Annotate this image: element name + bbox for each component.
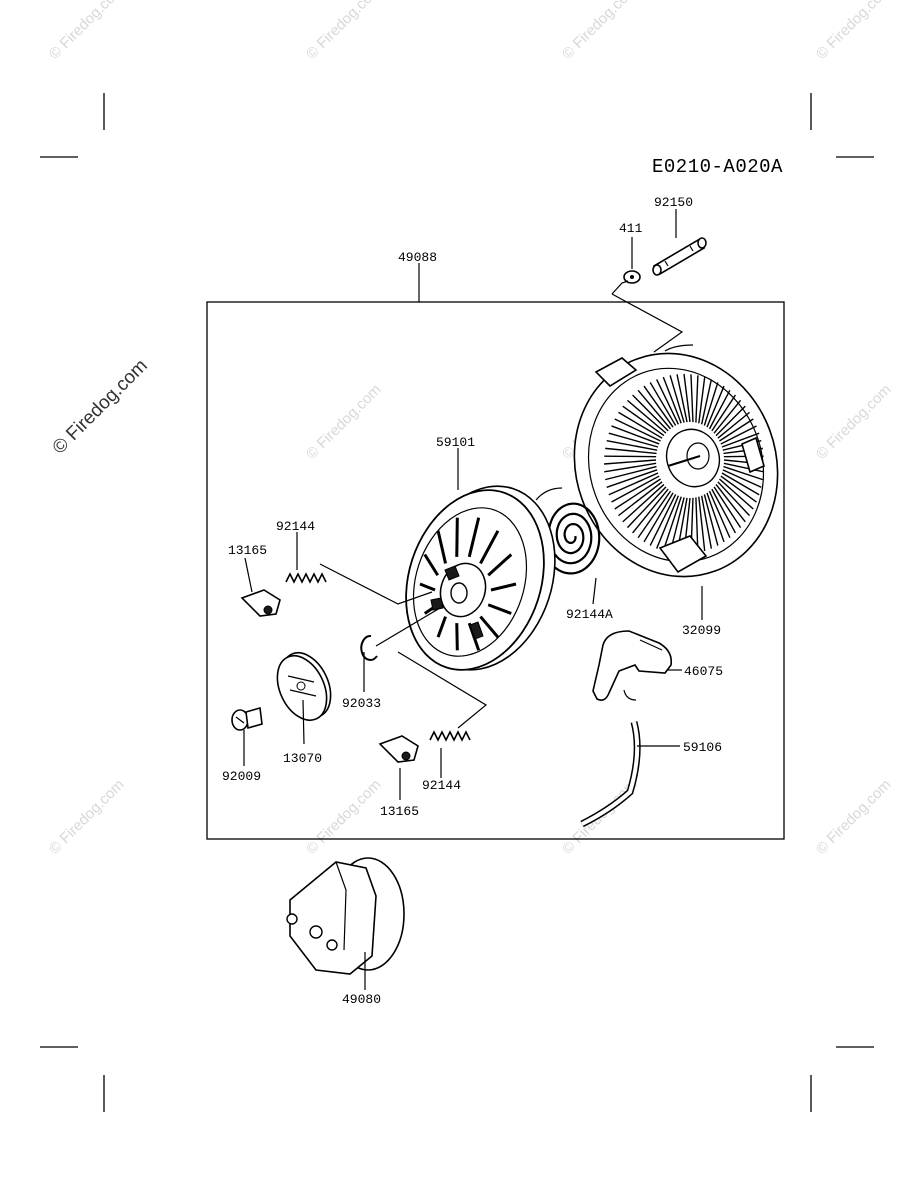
ratchet-13165-top [240, 589, 281, 617]
watermark: © Firedog.com [46, 776, 128, 858]
rope-59106 [580, 721, 641, 828]
label-411: 411 [619, 221, 643, 236]
watermark: © Firedog.com [813, 381, 895, 463]
label-49088: 49088 [398, 250, 437, 265]
label-59101: 59101 [436, 435, 475, 450]
label-92144-top: 92144 [276, 519, 315, 534]
reel-59101 [405, 485, 556, 671]
label-92009: 92009 [222, 769, 261, 784]
label-13070: 13070 [283, 751, 322, 766]
watermark: © Firedog.com [303, 381, 385, 463]
label-92150: 92150 [654, 195, 693, 210]
recoil-case-32099 [573, 344, 779, 578]
watermark: © Firedog.com [559, 0, 641, 63]
diagram-code: E0210-A020A [652, 156, 783, 178]
part-labels: 49088 411 92150 59101 92144 13165 92144A… [222, 195, 723, 1007]
watermark: © Firedog.com [303, 776, 385, 858]
label-59106: 59106 [683, 740, 722, 755]
label-13165-top: 13165 [228, 543, 267, 558]
cam-plate-13070 [276, 652, 332, 721]
label-49080: 49080 [342, 992, 381, 1007]
watermark-main: © Firedog.com [49, 355, 152, 458]
spring-92144-top [285, 572, 327, 584]
handle-46075 [592, 630, 673, 701]
label-32099: 32099 [682, 623, 721, 638]
ratchet-13165-bottom [378, 735, 419, 763]
crop-marks [40, 93, 874, 1112]
watermark: © Firedog.com [813, 0, 895, 63]
assembly-frame [206, 301, 785, 840]
washer-411 [623, 270, 641, 284]
leader-lines [243, 209, 703, 990]
label-92033: 92033 [342, 696, 381, 711]
label-92144A: 92144A [566, 607, 613, 622]
label-46075: 46075 [684, 664, 723, 679]
spring-92144-bottom [429, 730, 471, 742]
watermark: © Firedog.com [303, 0, 385, 63]
circlip-92033 [360, 634, 378, 661]
label-13165-bottom: 13165 [380, 804, 419, 819]
pin-92150 [652, 237, 707, 276]
watermark: © Firedog.com [46, 0, 128, 63]
pulley-49080 [286, 857, 405, 975]
watermark: © Firedog.com [813, 776, 895, 858]
screw-92009 [231, 706, 263, 731]
recoil-spring-92144A [535, 487, 601, 575]
label-92144-bottom: 92144 [422, 778, 461, 793]
